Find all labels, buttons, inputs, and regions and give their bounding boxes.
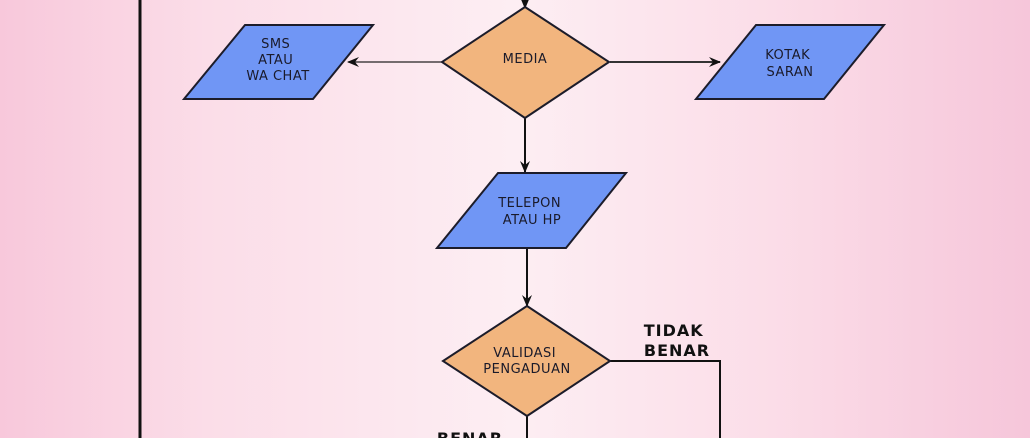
branch-label-tidak-benar-line-1: TIDAK bbox=[644, 321, 704, 340]
decision-validasi-pengaduan: VALIDASI PENGADUAN bbox=[441, 304, 612, 418]
branch-label-tidak-benar: TIDAK BENAR bbox=[644, 321, 711, 360]
decision-validasi-line-1: VALIDASI bbox=[493, 346, 556, 361]
decision-validasi-shape bbox=[441, 304, 612, 418]
io-kotak-line-2: SARAN bbox=[766, 65, 813, 80]
decision-media-line-1: MEDIA bbox=[503, 52, 548, 67]
io-kotak-label: KOTAK SARAN bbox=[765, 48, 815, 80]
branch-label-tidak-benar-line-2: BENAR bbox=[644, 341, 710, 360]
io-telepon-shape bbox=[434, 172, 629, 249]
branch-label-benar: BENAR bbox=[437, 429, 503, 438]
io-sms-line-2: ATAU bbox=[258, 53, 293, 68]
decision-media: MEDIA bbox=[440, 5, 611, 120]
io-telepon-label: TELEPON ATAU HP bbox=[497, 196, 566, 228]
io-telepon-line-1: TELEPON bbox=[497, 196, 561, 211]
io-sms-label: SMS ATAU WA CHAT bbox=[246, 37, 309, 84]
connector-validasi-tidak-benar bbox=[610, 360, 721, 438]
decision-media-shape bbox=[440, 5, 611, 120]
io-sms-line-1: SMS bbox=[261, 37, 290, 52]
branch-label-benar-line-1: BENAR bbox=[437, 429, 503, 438]
io-kotak-line-1: KOTAK bbox=[765, 48, 810, 63]
io-telepon-hp: TELEPON ATAU HP bbox=[434, 172, 629, 249]
decision-media-label: MEDIA bbox=[503, 52, 548, 67]
io-kotak-shape bbox=[693, 24, 887, 100]
io-sms-wa-chat: SMS ATAU WA CHAT bbox=[181, 24, 376, 100]
io-kotak-saran: KOTAK SARAN bbox=[693, 24, 887, 100]
decision-validasi-line-2: PENGADUAN bbox=[483, 362, 570, 377]
decision-validasi-label: VALIDASI PENGADUAN bbox=[483, 346, 570, 377]
io-telepon-line-2: ATAU HP bbox=[503, 213, 561, 228]
io-sms-shape bbox=[181, 24, 376, 100]
io-sms-line-3: WA CHAT bbox=[246, 69, 309, 84]
